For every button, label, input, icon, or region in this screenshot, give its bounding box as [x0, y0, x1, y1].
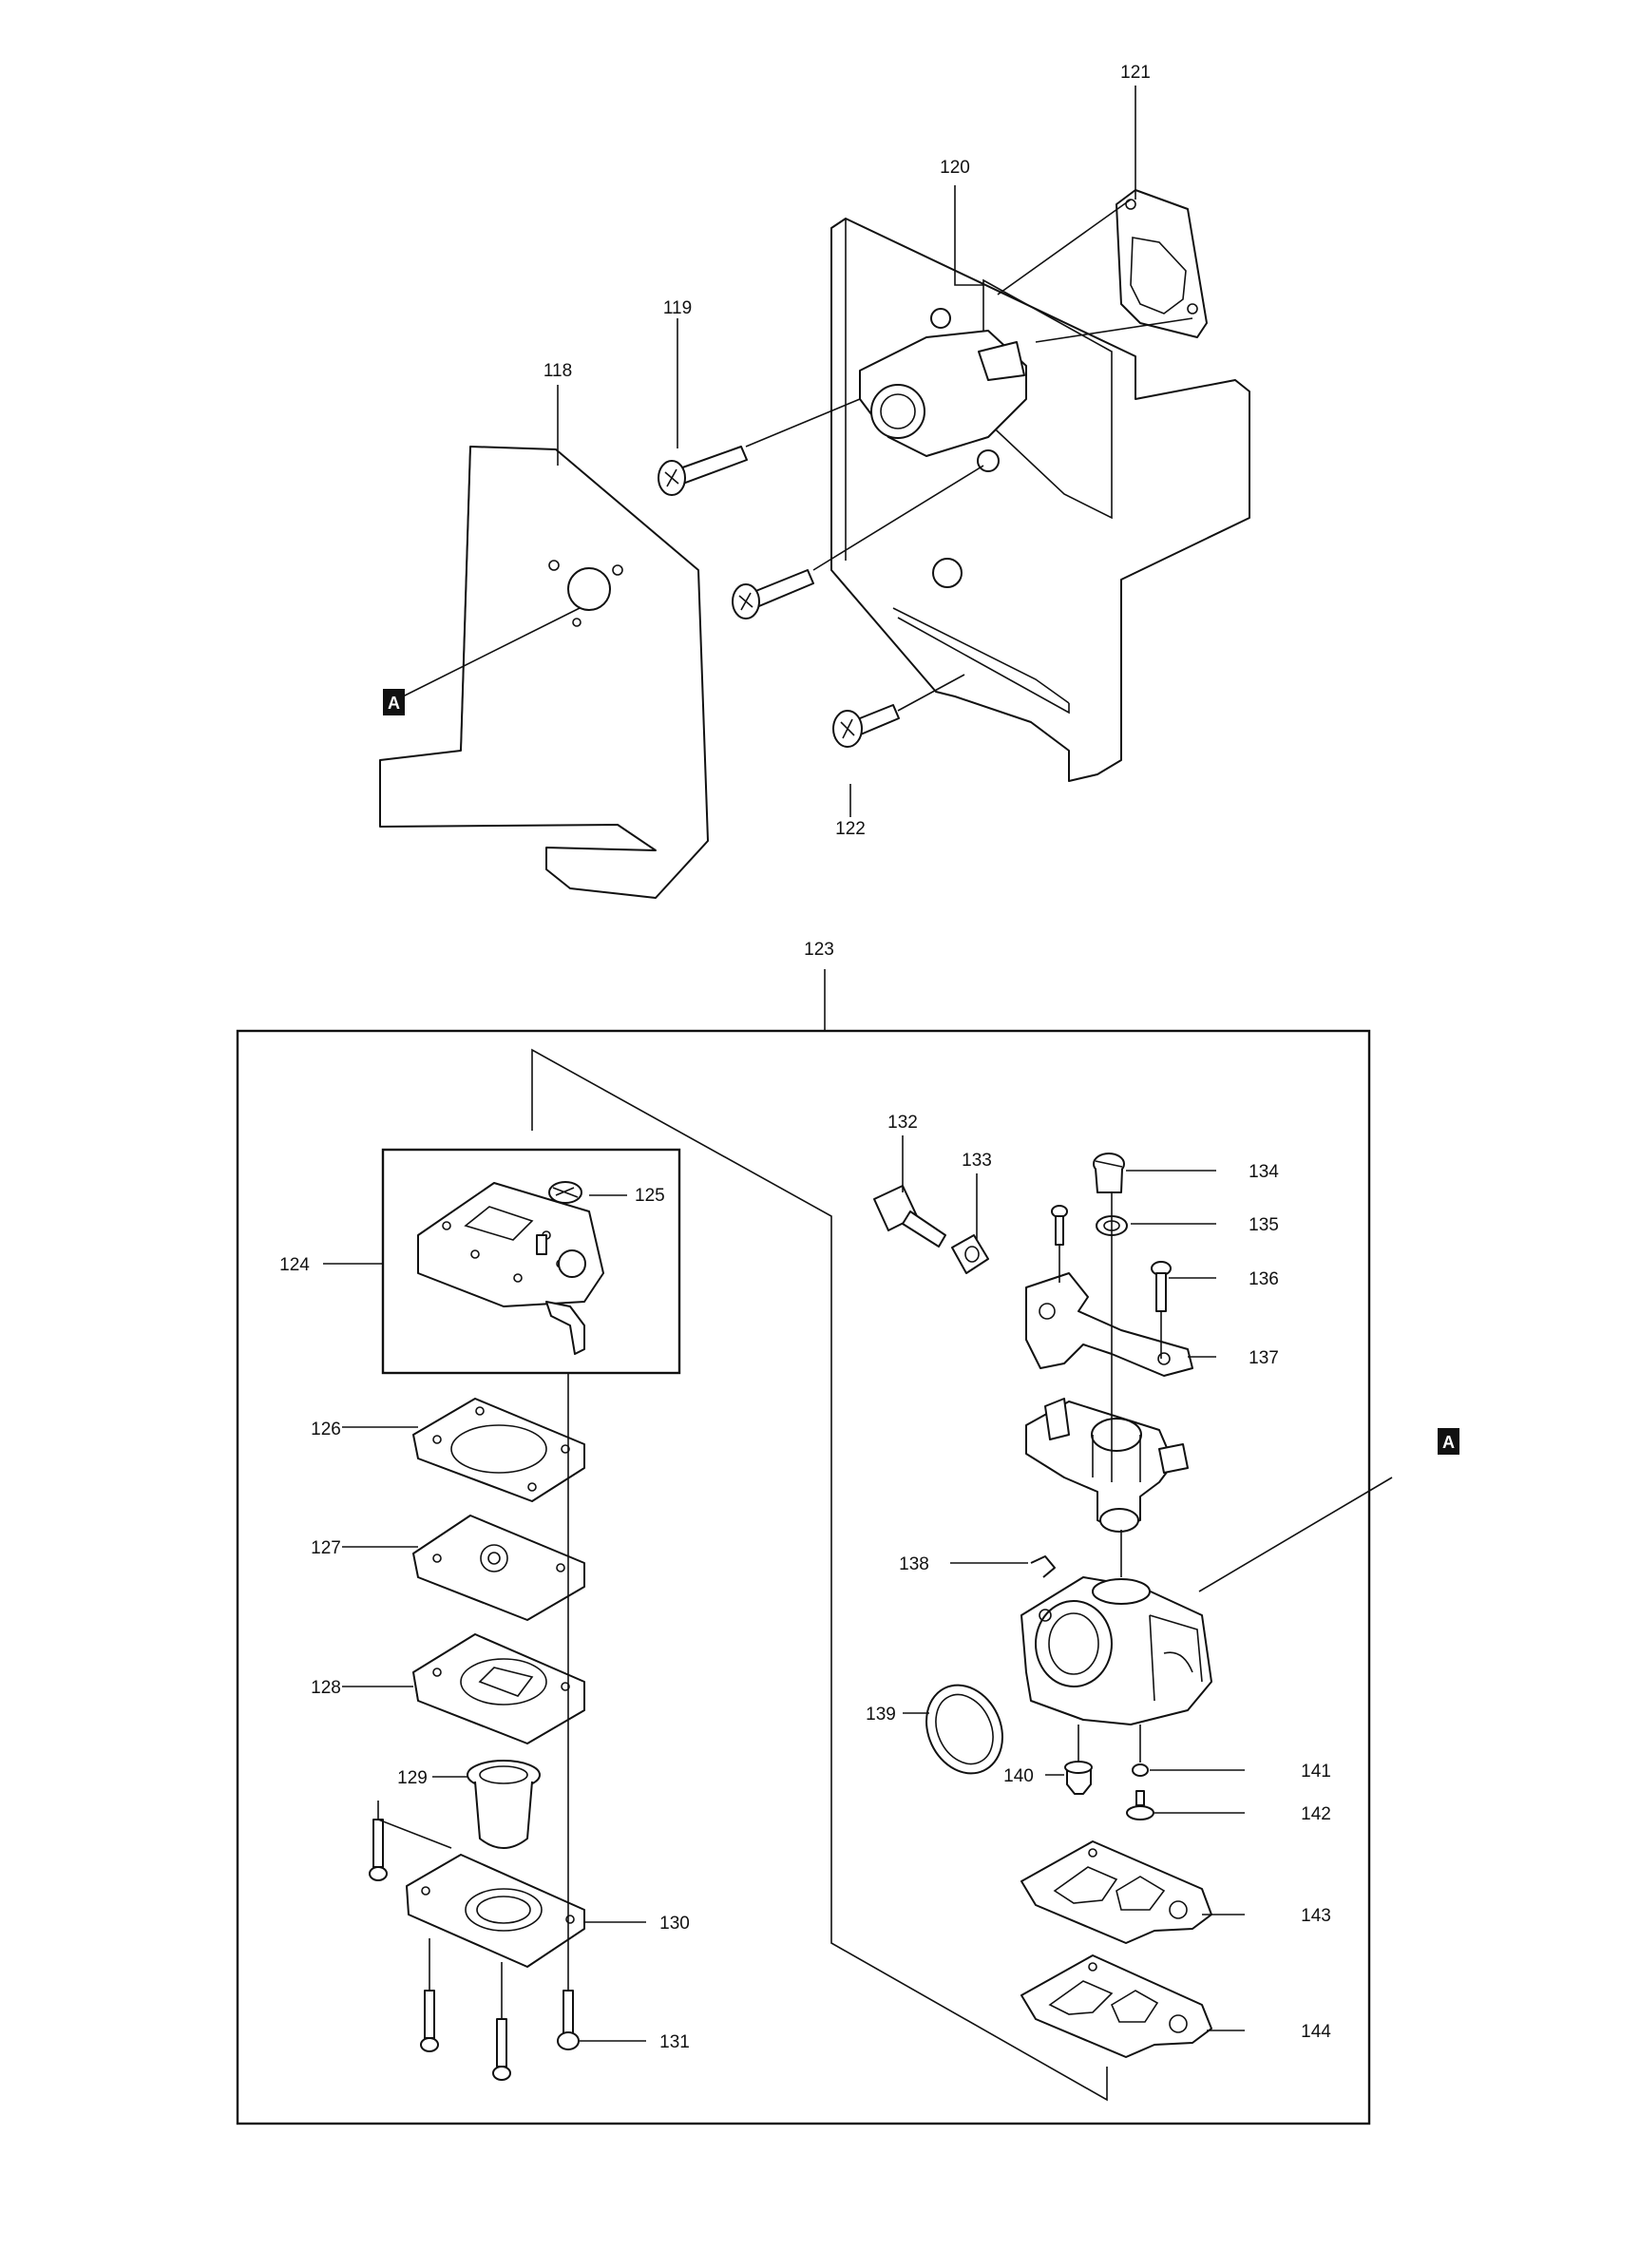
part-120-plate — [830, 218, 1250, 782]
label-140: 140 — [1003, 1766, 1034, 1786]
label-121: 121 — [1120, 63, 1151, 83]
label-132: 132 — [887, 1113, 918, 1133]
label-143: 143 — [1301, 1906, 1331, 1926]
part-126-gasket — [412, 1398, 585, 1502]
label-124: 124 — [279, 1255, 310, 1275]
label-138: 138 — [899, 1554, 929, 1574]
ref-marker-a-upper: A — [383, 689, 405, 715]
screw-119-a — [658, 446, 748, 496]
part-129-primer-bulb — [467, 1760, 541, 1849]
carburetor-body — [1020, 1576, 1212, 1725]
part-139-o-ring — [925, 1684, 1003, 1775]
label-139: 139 — [866, 1705, 896, 1725]
part-140-plug — [1064, 1761, 1093, 1795]
label-120: 120 — [940, 158, 970, 178]
right-leaders — [902, 1135, 1393, 2031]
label-131: 131 — [659, 2032, 690, 2052]
svg-text:A: A — [388, 694, 400, 713]
label-133: 133 — [962, 1151, 992, 1171]
part-138-clip — [1030, 1555, 1056, 1578]
screw-122 — [832, 704, 900, 748]
upper-leaders — [398, 86, 1193, 817]
label-141: 141 — [1301, 1762, 1331, 1782]
part-118-bracket — [379, 446, 709, 899]
label-123: 123 — [804, 940, 834, 960]
left-guides — [377, 1373, 569, 2019]
label-129: 129 — [397, 1768, 428, 1788]
part-136-screw — [1051, 1205, 1172, 1312]
ref-marker-a-lower: A — [1438, 1428, 1459, 1455]
part-142-needle — [1126, 1790, 1154, 1820]
label-137: 137 — [1249, 1348, 1279, 1368]
svg-text:A: A — [1442, 1433, 1455, 1452]
part-132-idle-screw — [873, 1185, 946, 1248]
label-142: 142 — [1301, 1804, 1331, 1824]
label-135: 135 — [1249, 1215, 1279, 1235]
label-128: 128 — [311, 1678, 341, 1698]
label-118: 118 — [543, 361, 572, 381]
label-144: 144 — [1301, 2022, 1331, 2042]
part-124-pump-body — [417, 1181, 604, 1355]
label-136: 136 — [1249, 1269, 1279, 1289]
part-130-cover — [406, 1854, 585, 1968]
throttle-shaft-assembly — [1025, 1398, 1189, 1533]
screw-131-group — [369, 1819, 580, 2081]
label-134: 134 — [1249, 1162, 1279, 1182]
pump-body-box — [381, 1148, 681, 1375]
part-143-gasket — [1020, 1840, 1212, 1944]
label-126: 126 — [311, 1420, 341, 1439]
label-130: 130 — [659, 1914, 690, 1934]
part-144-diaphragm — [1020, 1954, 1212, 2058]
part-141-o-ring — [1132, 1763, 1149, 1777]
label-119: 119 — [663, 298, 692, 318]
part-labels: 118 119 120 121 122 123 124 125 126 127 … — [279, 63, 1331, 2052]
part-128-pump-cover — [412, 1633, 585, 1744]
part-121-gasket — [1116, 189, 1208, 338]
label-125: 125 — [635, 1186, 665, 1206]
part-134-plug — [1093, 1153, 1125, 1193]
part-133-spring — [951, 1234, 989, 1274]
part-127-diaphragm — [412, 1515, 585, 1621]
part-137-throttle-lever — [1025, 1272, 1193, 1377]
carburetor-assembly-frame — [236, 1029, 1371, 2125]
left-leaders — [323, 1194, 646, 2042]
screw-119-b — [732, 569, 814, 619]
label-127: 127 — [311, 1538, 341, 1558]
assembly-guide-line — [531, 1048, 1108, 2102]
label-122: 122 — [835, 819, 866, 839]
